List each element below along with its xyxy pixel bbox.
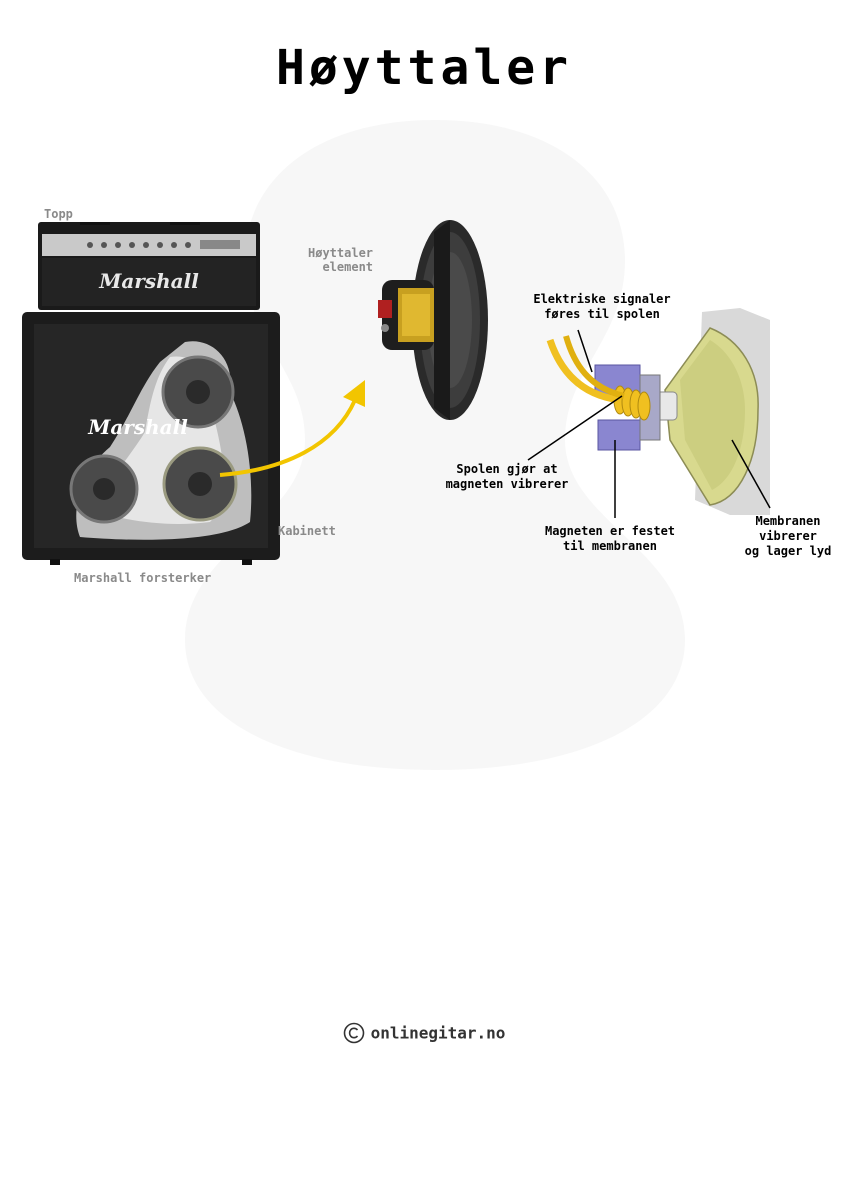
label-electric-signals: Elektriske signaler føres til spolen	[533, 292, 671, 321]
label-membrane: Membranen vibrerer og lager lyd	[744, 514, 832, 558]
page-title: Høyttaler	[275, 40, 573, 96]
label-amplifier: Marshall forsterker	[74, 571, 212, 585]
cabinet-logo: Marshall	[87, 415, 188, 439]
copyright-icon	[343, 1022, 364, 1044]
footer: onlinegitar.no	[0, 1022, 848, 1044]
speaker-element-image	[378, 220, 488, 420]
label-top: Topp	[44, 207, 73, 221]
background-watermark	[185, 120, 685, 770]
label-cabinet: Kabinett	[278, 524, 336, 538]
speaker-cross-section-diagram	[527, 308, 771, 518]
head-logo: Marshall	[98, 269, 199, 293]
marshall-amplifier-image: Marshall Marshall	[22, 222, 280, 565]
label-coil: Spolen gjør at magneten vibrerer	[445, 462, 569, 491]
cabinet-speaker-top	[161, 355, 235, 429]
yellow-arrow-icon	[219, 380, 365, 477]
cabinet-speaker-left	[69, 454, 139, 524]
cabinet-speaker-right	[162, 446, 238, 522]
label-speaker-element: Høyttaler element	[308, 246, 374, 274]
label-magnet: Magneten er festet til membranen	[544, 524, 676, 553]
footer-site: onlinegitar.no	[370, 1023, 506, 1043]
